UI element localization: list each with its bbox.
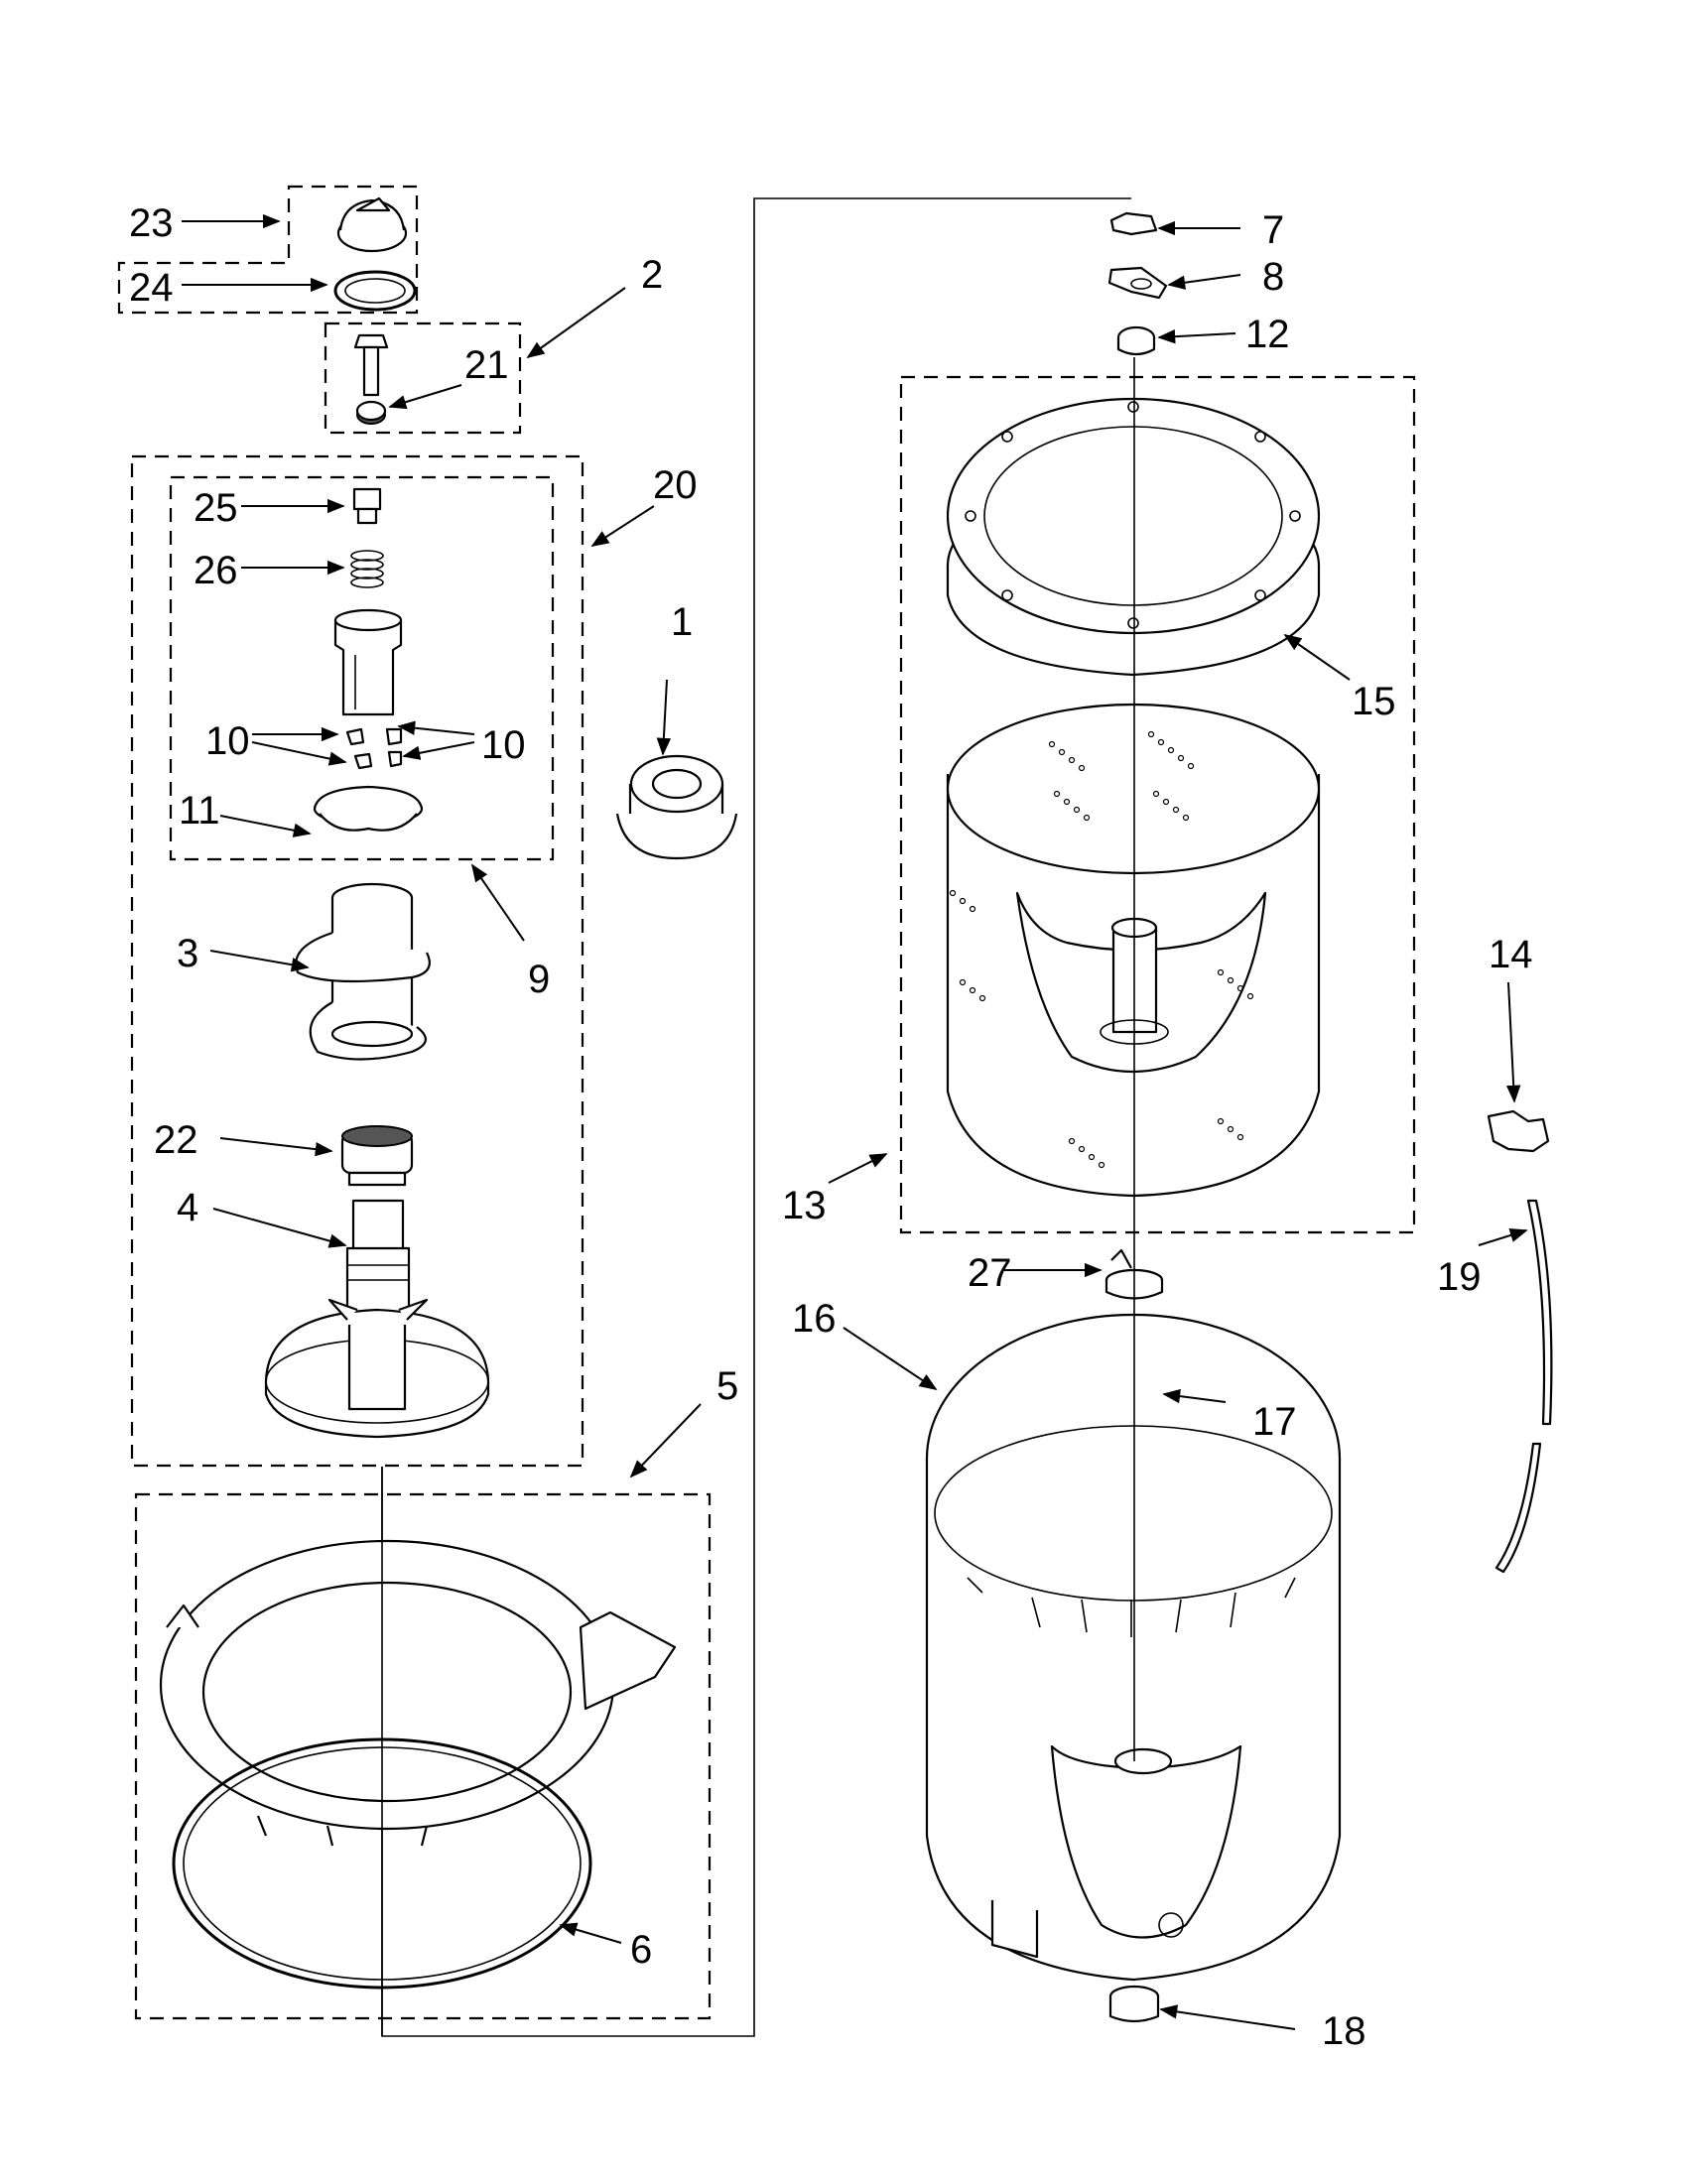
callout-22: 22 [154,1118,198,1162]
callout-18: 18 [1322,2009,1366,2053]
part-21-bolt [353,333,389,425]
part-25-cap [352,487,382,525]
part-23-cap [336,196,408,253]
part-16-outer-tub [925,1313,1342,1982]
part-11-ratchet [313,785,424,832]
callout-2: 2 [641,253,663,297]
callout-13: 13 [782,1184,827,1227]
part-4-agitator [264,1199,490,1439]
part-1-bushing [615,754,738,860]
part-10-dogs [345,727,403,770]
basket-holes [949,730,1254,1169]
callout-20: 20 [653,463,698,507]
box-9 [169,475,555,861]
callout-14: 14 [1489,933,1533,976]
part-19-hose [1494,1199,1553,1574]
callout-6: 6 [630,1928,652,1972]
callout-26: 26 [194,549,238,592]
box-2 [324,321,522,435]
callout-25: 25 [194,486,238,530]
callout-17: 17 [1252,1400,1297,1444]
parts [159,196,1553,2036]
callout-10-left: 10 [205,719,250,763]
callout-7: 7 [1262,208,1284,252]
part-3-auger [295,882,431,1061]
callout-11: 11 [179,789,220,833]
callout-9: 9 [528,958,550,1001]
callout-8: 8 [1262,255,1284,299]
callout-24: 24 [129,266,174,310]
part-18-plug [1108,1985,1160,2023]
callout-15: 15 [1352,680,1396,723]
part-12-nut [1116,325,1156,356]
tub-slots [967,1577,1296,1637]
leader-arrows [182,213,1528,2030]
part-24-seal [333,270,417,312]
callout-12: 12 [1245,313,1290,356]
part-8-bracket [1107,266,1168,300]
box-23-24 [117,185,419,315]
callout-23: 23 [129,201,174,245]
part-15-balance-ring [946,397,1321,677]
callout-21: 21 [464,343,509,387]
box-13 [899,375,1416,1234]
callout-5: 5 [716,1364,738,1408]
part-22-bearing [340,1125,414,1187]
box-5 [134,1492,712,2020]
part-7-clip [1109,211,1158,236]
callout-10-right: 10 [481,723,526,767]
part-14-clip [1487,1109,1550,1153]
callout-16: 16 [792,1297,837,1341]
part-5-ring [159,1539,677,1847]
part-drive-block [333,608,403,716]
ring-holes [965,401,1301,629]
callout-4: 4 [177,1186,198,1229]
part-13-basket [946,703,1321,1198]
callout-27: 27 [968,1251,1012,1295]
part-26-spring [350,550,384,588]
callout-labels: 23 24 2 21 20 25 26 10 10 11 1 9 3 22 4 … [129,201,1533,2053]
callout-1: 1 [671,600,693,644]
callout-19: 19 [1437,1255,1482,1299]
callout-3: 3 [177,932,198,975]
